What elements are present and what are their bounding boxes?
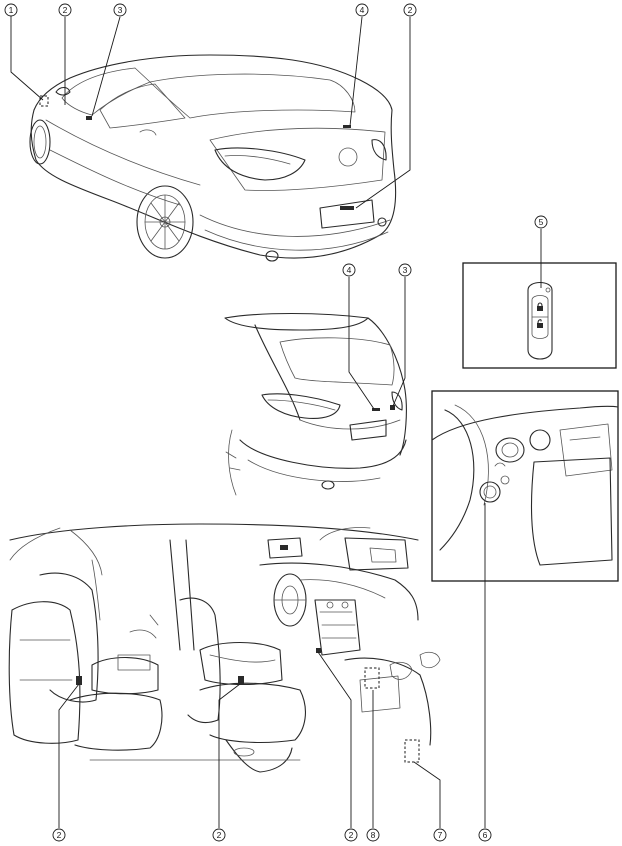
- callout-5: 5: [534, 215, 548, 229]
- callout-1-top: 1: [4, 3, 18, 17]
- callout-8: 8: [366, 828, 380, 842]
- callout-2-top-left: 2: [58, 3, 72, 17]
- callout-2-bottom-2-label: 2: [217, 830, 222, 840]
- callout-2-bottom-2: 2: [212, 828, 226, 842]
- sedan-rear-view-illustration: [29, 54, 397, 262]
- dashboard-inset-frame: [431, 390, 619, 582]
- callout-4-mid: 4: [342, 263, 356, 277]
- callout-2-top-right: 2: [403, 3, 417, 17]
- callout-3-mid-label: 3: [403, 265, 408, 275]
- callout-6-label: 6: [483, 830, 488, 840]
- callout-2-top-right-label: 2: [408, 5, 413, 15]
- callout-3-top-label: 3: [118, 5, 123, 15]
- callout-3-top: 3: [113, 3, 127, 17]
- leader-lines: [10, 16, 542, 828]
- lock-icon: [537, 302, 543, 311]
- callout-5-label: 5: [539, 217, 544, 227]
- unlock-icon: [537, 319, 543, 328]
- smart-key-frame: [462, 262, 617, 369]
- start-stop-button: [479, 481, 501, 503]
- callout-2-bottom-3: 2: [344, 828, 358, 842]
- callout-1-top-label: 1: [9, 5, 14, 15]
- smart-key-fob: [527, 281, 553, 360]
- callout-4-mid-label: 4: [347, 265, 352, 275]
- dashboard-start-button-inset: [431, 390, 619, 582]
- callout-6: 6: [478, 828, 492, 842]
- callout-4-top-label: 4: [360, 5, 365, 15]
- wagon-rear-view-illustration: [224, 312, 407, 496]
- smart-key-inset: [462, 262, 617, 369]
- callout-7-label: 7: [438, 830, 443, 840]
- interior-cutaway-illustration: [8, 523, 441, 773]
- callout-4-top: 4: [355, 3, 369, 17]
- callout-3-mid: 3: [398, 263, 412, 277]
- callout-2-bottom-1-label: 2: [57, 830, 62, 840]
- callout-2-top-left-label: 2: [63, 5, 68, 15]
- callout-7: 7: [433, 828, 447, 842]
- callout-2-bottom-1: 2: [52, 828, 66, 842]
- callout-8-label: 8: [371, 830, 376, 840]
- callout-2-bottom-3-label: 2: [349, 830, 354, 840]
